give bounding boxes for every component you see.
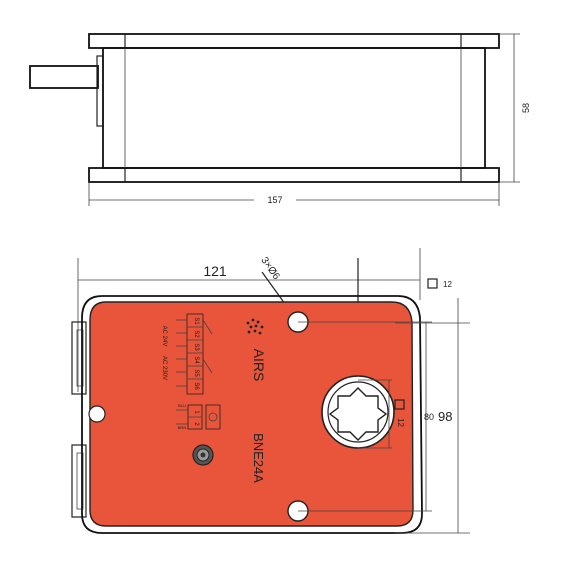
actuator-body [89,301,414,527]
square-symbol-shaft [394,399,405,410]
dim-hole: 3×Ø6 [258,255,281,282]
wire-color-2: BRN [178,425,187,430]
dim-square-shaft: 12 [396,418,405,427]
terminal-s5: S5 [193,369,199,377]
star-shaft [328,387,388,441]
model-name: BNE24A [251,433,266,483]
mount-notch [88,405,106,423]
brand-logo-icon [246,318,264,335]
square-symbol-top [427,278,438,289]
dim-length: 157 [267,195,282,205]
left-mount-rail-lower [71,444,87,518]
terminal-s6: S6 [193,382,199,390]
top-view: 58 157 [29,33,531,206]
bottom-cap [88,167,500,183]
shaft-stub [29,65,99,89]
dim-inner-height: 80 [424,412,434,422]
voltage-label-a: AC 24V [161,326,167,347]
terminal-2: 2 [193,422,199,426]
voltage-label-b: AC 230V [161,356,167,380]
terminal-s4: S4 [193,356,199,364]
terminal-s3: S3 [193,343,199,351]
wire-color-1: BLU [178,403,186,408]
top-cap [88,33,500,49]
front-view: 121 3×Ø6 12 80 98 [71,248,470,534]
wiring-schematic: S1 S2 S3 S4 S5 S6 AC 24V AC 230V 1 2 BLU… [161,313,221,430]
brand-name: AIRS [251,349,267,382]
terminal-s1: S1 [193,317,199,325]
dim-outer-height: 98 [438,409,452,424]
dim-square-top: 12 [443,280,452,289]
terminal-s2: S2 [193,330,199,338]
dim-height: 58 [521,103,531,113]
left-mount-rail-upper [71,321,87,395]
main-body-side [102,47,486,169]
terminal-1: 1 [193,410,199,414]
dim-width: 121 [203,263,227,279]
